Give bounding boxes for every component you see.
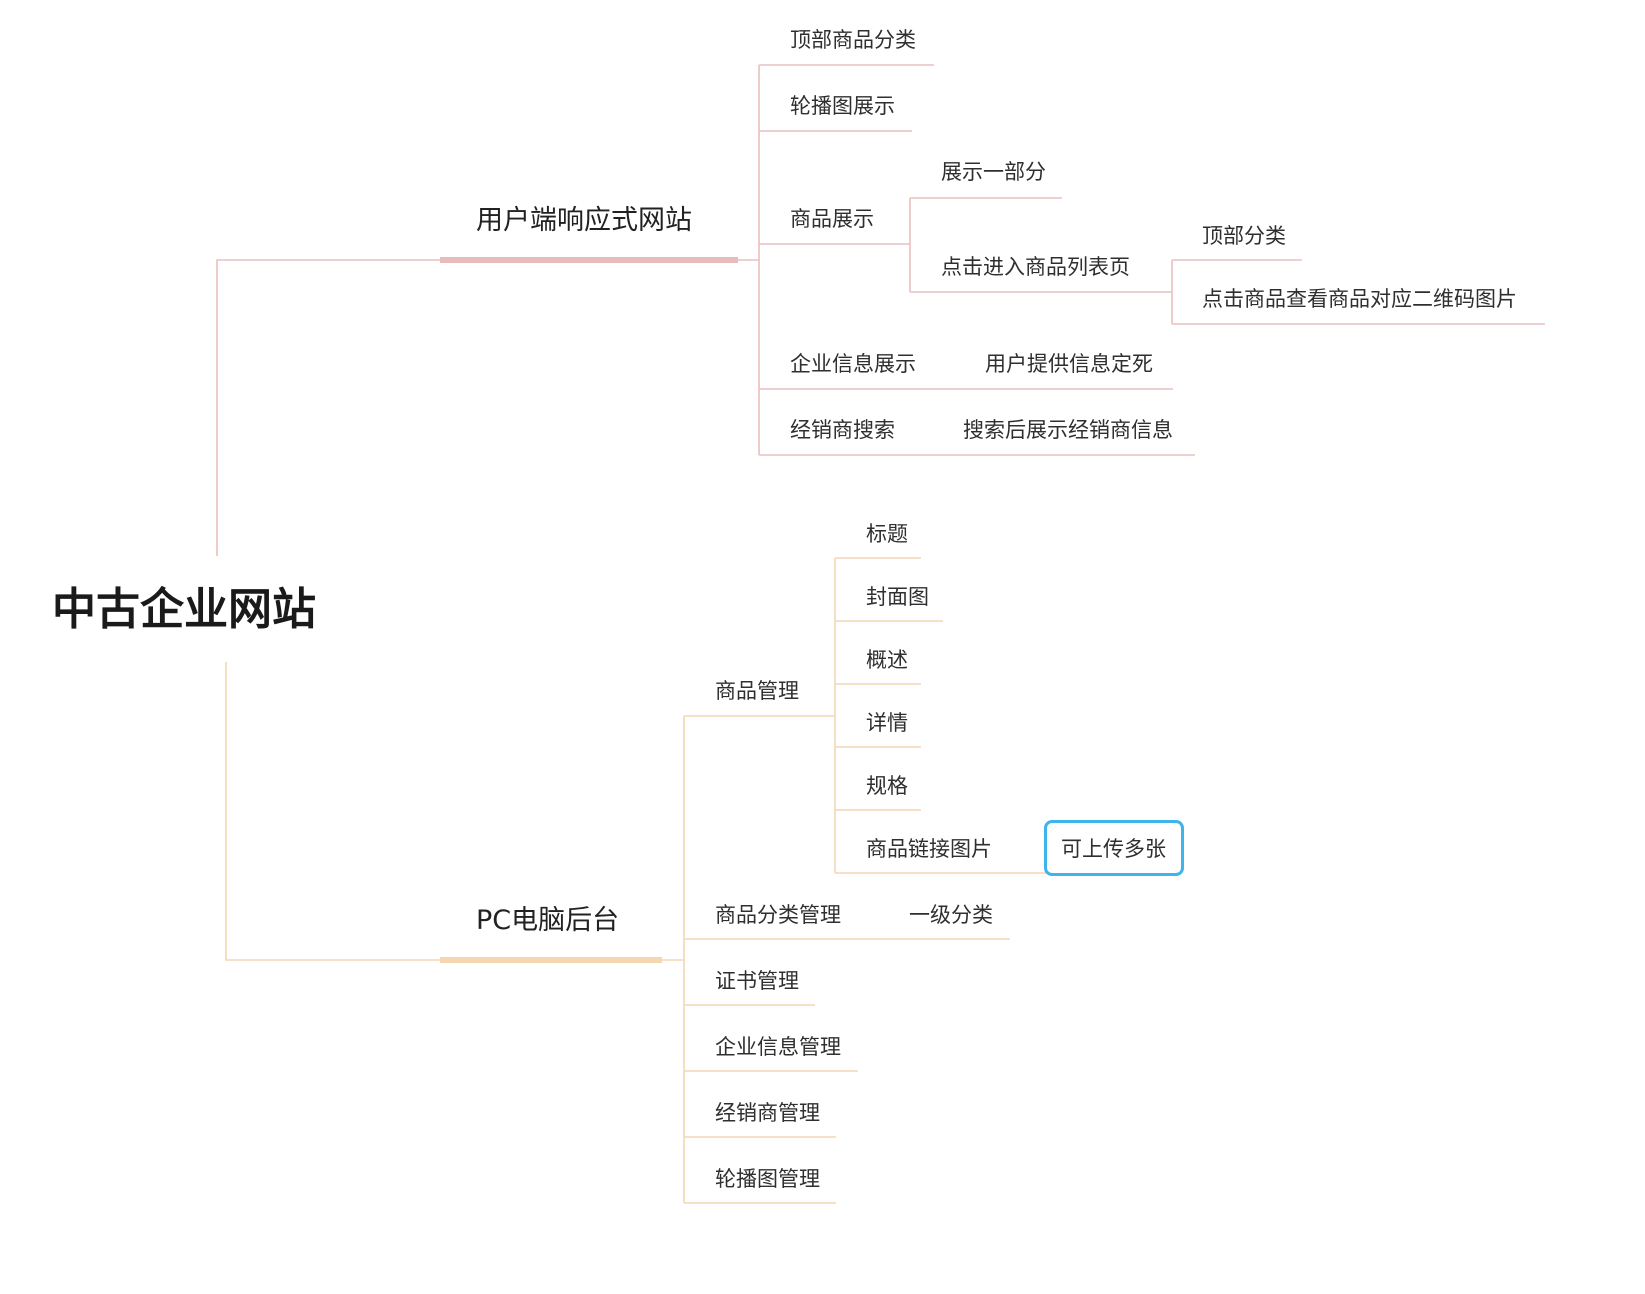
node-enter-product-list[interactable]: 点击进入商品列表页 xyxy=(941,255,1130,279)
node-cover-image[interactable]: 封面图 xyxy=(866,585,929,609)
node-carousel-display[interactable]: 轮播图展示 xyxy=(790,94,895,118)
node-top-category[interactable]: 顶部商品分类 xyxy=(790,28,916,52)
node-title[interactable]: 标题 xyxy=(866,522,908,546)
node-show-part[interactable]: 展示一部分 xyxy=(941,160,1046,184)
branch-pc-admin[interactable]: PC电脑后台 xyxy=(476,905,620,936)
node-product-link-image[interactable]: 商品链接图片 xyxy=(866,837,992,861)
connector-root-user-site xyxy=(216,259,440,556)
node-dealer-search[interactable]: 经销商搜索 xyxy=(790,418,895,442)
node-dealer-info-after-search[interactable]: 搜索后展示经销商信息 xyxy=(963,418,1173,442)
node-view-qr-image[interactable]: 点击商品查看商品对应二维码图片 xyxy=(1202,287,1517,311)
connector-root-pc-admin xyxy=(225,662,440,961)
node-multi-upload[interactable]: 可上传多张 xyxy=(1061,837,1166,861)
branch-user-site[interactable]: 用户端响应式网站 xyxy=(476,205,692,236)
node-product-mgmt[interactable]: 商品管理 xyxy=(715,679,799,703)
node-spec[interactable]: 规格 xyxy=(866,774,908,798)
node-overview[interactable]: 概述 xyxy=(866,648,908,672)
node-top-sub-category[interactable]: 顶部分类 xyxy=(1202,224,1286,248)
node-info-fixed[interactable]: 用户提供信息定死 xyxy=(985,352,1153,376)
connector-pc-admin-trunk xyxy=(662,716,685,1203)
node-company-info-mgmt[interactable]: 企业信息管理 xyxy=(715,1035,841,1059)
node-certificate-mgmt[interactable]: 证书管理 xyxy=(715,969,799,993)
node-category-mgmt[interactable]: 商品分类管理 xyxy=(715,903,841,927)
node-carousel-mgmt[interactable]: 轮播图管理 xyxy=(715,1167,820,1191)
node-dealer-mgmt[interactable]: 经销商管理 xyxy=(715,1101,820,1125)
node-level-one-category[interactable]: 一级分类 xyxy=(909,903,993,927)
selected-node-box[interactable] xyxy=(1044,820,1184,876)
node-product-display[interactable]: 商品展示 xyxy=(790,207,874,231)
root-node-title[interactable]: 中古企业网站 xyxy=(52,584,316,635)
connector-user-site-trunk xyxy=(738,65,760,455)
node-details[interactable]: 详情 xyxy=(866,711,908,735)
node-company-info-display[interactable]: 企业信息展示 xyxy=(790,352,916,376)
